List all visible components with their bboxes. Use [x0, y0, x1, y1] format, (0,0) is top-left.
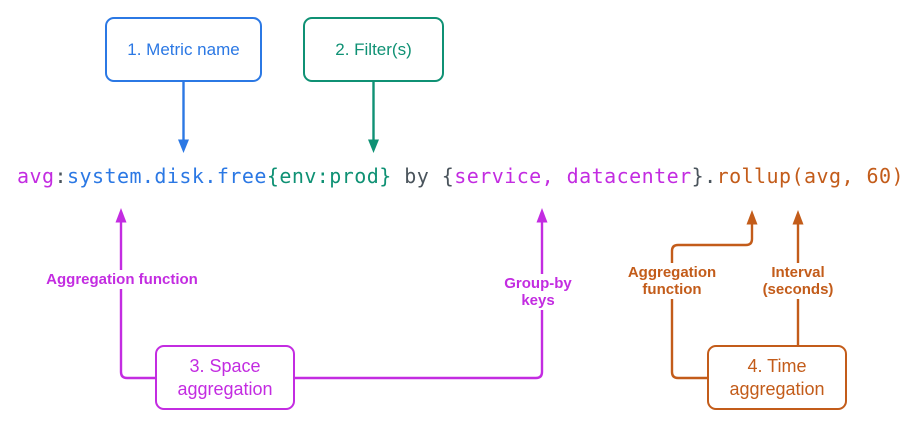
callout-filters-label: 2. Filter(s): [335, 39, 412, 59]
space-agg-function-arrowhead: [115, 208, 127, 223]
callout-space-aggregation-label: 3. Space aggregation: [177, 355, 272, 401]
query-segment: by: [391, 164, 442, 188]
callout-filters: 2. Filter(s): [303, 17, 444, 82]
annotation-interval-line2: (seconds): [762, 281, 834, 298]
callout-space-aggregation-line1: 3. Space: [189, 355, 261, 376]
callout-space-aggregation-line2: aggregation: [177, 378, 273, 399]
callout-metric-name-label: 1. Metric name: [127, 39, 240, 59]
time-agg-function-arrowhead: [746, 210, 758, 225]
query-segment: {: [441, 164, 455, 188]
group-by-keys-arrow-line: [295, 222, 544, 380]
group-by-keys-arrowhead: [536, 208, 548, 223]
metric-name-arrowhead: [178, 139, 189, 153]
query-code: avg:system.disk.free{env:prod} by {servi…: [17, 164, 904, 188]
query-segment: :: [54, 164, 67, 188]
annotation-group-by-keys-label: Group-by keys: [504, 275, 572, 309]
query-segment: }: [691, 164, 705, 188]
annotation-time-agg-function: Aggregation function: [622, 263, 722, 299]
callout-time-aggregation-label: 4. Time aggregation: [729, 355, 824, 401]
annotation-space-agg-function-label: Aggregation function: [46, 271, 198, 288]
query-segment: service, datacenter: [454, 164, 692, 188]
annotation-interval: Interval (seconds): [748, 263, 848, 299]
interval-arrowhead: [792, 210, 804, 225]
query-segment: {env:prod}: [266, 164, 392, 188]
filters-arrowhead: [368, 139, 379, 153]
callout-metric-name: 1. Metric name: [105, 17, 262, 82]
callout-space-aggregation: 3. Space aggregation: [155, 345, 295, 410]
annotation-group-by-keys: Group-by keys: [488, 274, 588, 310]
query-segment: system.disk.free: [66, 164, 267, 188]
annotation-space-agg-function: Aggregation function: [45, 270, 199, 289]
space-agg-function-arrow-line: [119, 222, 155, 380]
callout-time-aggregation-line1: 4. Time: [747, 355, 807, 376]
query-segment: avg: [17, 164, 55, 188]
annotation-time-agg-function-line1: Aggregation: [627, 264, 717, 281]
query-segment: rollup(avg, 60): [716, 164, 904, 188]
query-segment: .: [704, 164, 717, 188]
annotation-interval-line1: Interval: [771, 264, 825, 281]
callout-time-aggregation-line2: aggregation: [729, 378, 825, 399]
callout-time-aggregation: 4. Time aggregation: [707, 345, 847, 410]
annotation-time-agg-function-line2: function: [642, 281, 702, 298]
time-agg-function-arrow-line: [670, 224, 754, 380]
